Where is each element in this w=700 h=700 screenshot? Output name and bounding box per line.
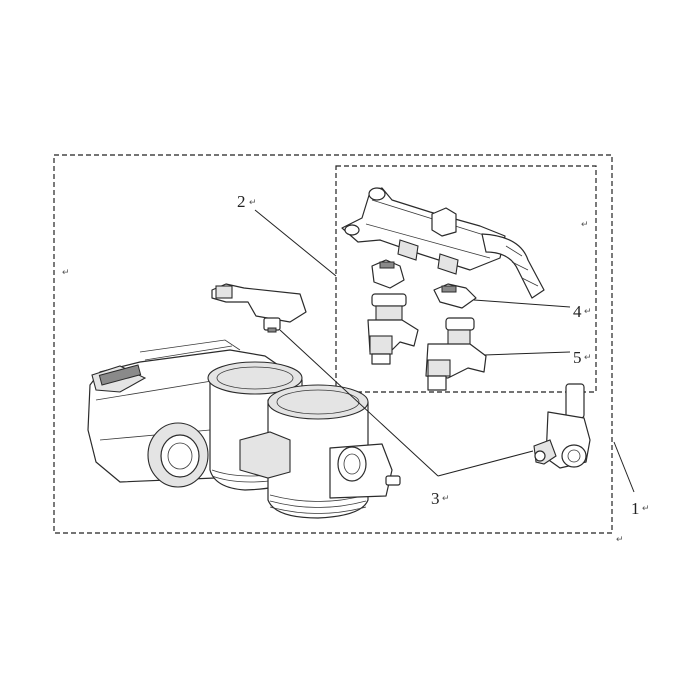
paragraph-mark: ↵ — [584, 306, 592, 316]
callout-3: 3 — [431, 489, 440, 508]
injector-connector-left — [371, 259, 405, 289]
leader-3a — [279, 329, 439, 477]
leader-3b — [437, 450, 534, 477]
fuel-rail — [341, 187, 545, 299]
paragraph-mark: ↵ — [442, 493, 450, 503]
throttle-position-sensor — [533, 383, 591, 469]
paragraph-mark: ↵ — [581, 219, 589, 229]
fuel-injector-right — [425, 317, 487, 391]
paragraph-mark: ↵ — [62, 267, 70, 277]
outer-assembly-box — [53, 154, 613, 534]
inner-fuel-rail-box — [335, 165, 597, 393]
leader-5 — [483, 351, 571, 356]
paragraph-mark: ↵ — [642, 503, 650, 513]
map-sensor — [211, 283, 307, 333]
leader-1 — [613, 441, 635, 493]
callout-4: 4 — [573, 302, 582, 321]
fuel-injector-left — [367, 293, 419, 365]
paragraph-mark: ↵ — [616, 534, 624, 544]
paragraph-mark: ↵ — [584, 352, 592, 362]
callout-5: 5 — [573, 348, 582, 367]
leader-2 — [254, 209, 337, 277]
throttle-body — [87, 339, 401, 519]
injector-connector-right — [433, 283, 477, 309]
callout-1: 1 — [631, 499, 640, 518]
paragraph-mark: ↵ — [249, 197, 257, 207]
callout-2: 2 — [237, 192, 246, 211]
leader-4 — [473, 299, 571, 308]
